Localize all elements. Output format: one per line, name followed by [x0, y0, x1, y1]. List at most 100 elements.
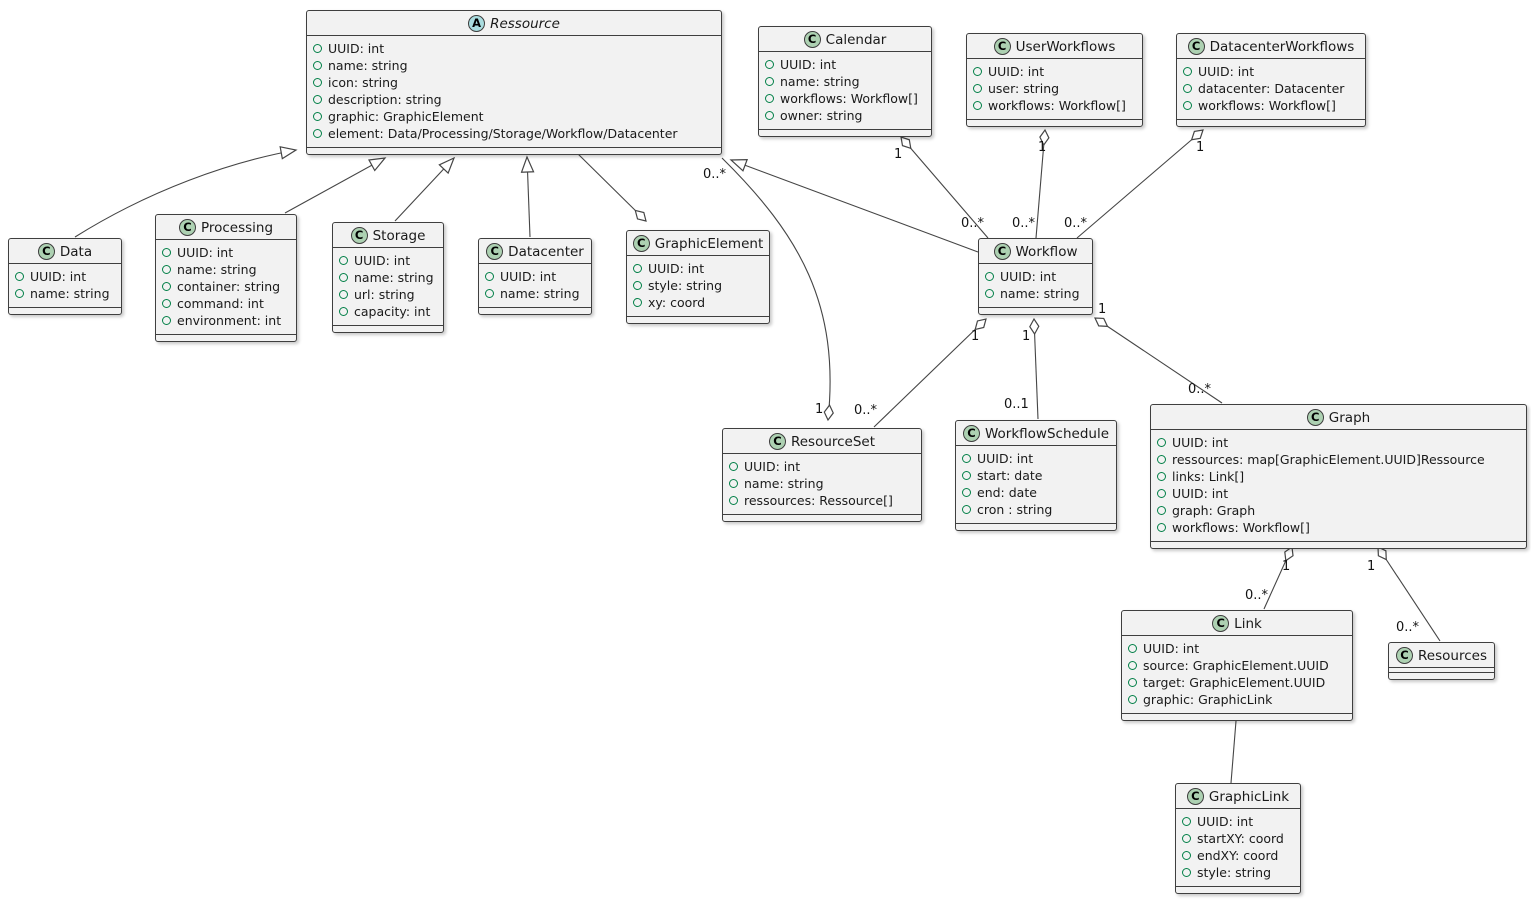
attribute: UUID: int — [985, 268, 1086, 285]
multiplicity-label: 0..* — [703, 167, 727, 182]
class-processing-title: C Processing — [156, 215, 296, 240]
attribute: UUID: int — [162, 244, 290, 261]
class-datacenter-title: C Datacenter — [479, 239, 591, 264]
field-visibility-icon — [1182, 851, 1191, 860]
multiplicity-label: 0..* — [854, 403, 878, 418]
methods-section — [156, 335, 296, 341]
methods-section — [1177, 120, 1365, 126]
attribute-text: environment: int — [177, 313, 282, 328]
class-graphicelement: C GraphicElement UUID: int style: string… — [626, 230, 770, 324]
attribute: graphic: GraphicElement — [313, 108, 715, 125]
attribute-text: start: date — [977, 468, 1043, 483]
edge-datacenterworkflows-workflow — [1076, 129, 1204, 239]
multiplicity-label: 1 — [1098, 302, 1106, 317]
attribute: name: string — [485, 285, 585, 302]
attribute: target: GraphicElement.UUID — [1128, 674, 1346, 691]
field-visibility-icon — [485, 289, 494, 298]
class-workflowschedule: C WorkflowSchedule UUID: int start: date… — [955, 420, 1117, 531]
attribute-text: UUID: int — [780, 57, 837, 72]
multiplicity-label: 1 — [1196, 140, 1204, 155]
methods-section — [479, 308, 591, 314]
attribute-text: UUID: int — [648, 261, 705, 276]
attribute: name: string — [729, 475, 915, 492]
field-visibility-icon — [1157, 506, 1166, 515]
class-name: GraphicElement — [654, 235, 764, 252]
field-visibility-icon — [339, 273, 348, 282]
class-userworkflows: C UserWorkflows UUID: int user: string w… — [966, 33, 1143, 127]
attribute: user: string — [973, 80, 1136, 97]
class-link-title: C Link — [1122, 611, 1352, 636]
attribute-text: workflows: Workflow[] — [1198, 98, 1336, 113]
field-visibility-icon — [1182, 834, 1191, 843]
edge-workflow-workflowschedule — [1029, 317, 1040, 420]
attribute: UUID: int — [1183, 63, 1359, 80]
attribute-text: command: int — [177, 296, 264, 311]
class-calendar-title: C Calendar — [759, 27, 931, 52]
class-link: C Link UUID: int source: GraphicElement.… — [1121, 610, 1353, 721]
attribute: workflows: Workflow[] — [1183, 97, 1359, 114]
field-visibility-icon — [313, 112, 322, 121]
attribute: UUID: int — [485, 268, 585, 285]
attribute: capacity: int — [339, 303, 437, 320]
class-userworkflows-title: C UserWorkflows — [967, 34, 1142, 59]
attribute-text: datacenter: Datacenter — [1198, 81, 1345, 96]
attribute-text: name: string — [1000, 286, 1080, 301]
field-visibility-icon — [633, 281, 642, 290]
field-visibility-icon — [1183, 67, 1192, 76]
class-datacenterworkflows: C DatacenterWorkflows UUID: int datacent… — [1176, 33, 1366, 127]
attribute-text: UUID: int — [1143, 641, 1200, 656]
field-visibility-icon — [1128, 678, 1137, 687]
attribute-text: style: string — [1197, 865, 1272, 880]
field-visibility-icon — [485, 272, 494, 281]
attribute-text: name: string — [500, 286, 580, 301]
multiplicity-label: 1 — [1282, 559, 1290, 574]
attribute: UUID: int — [633, 260, 763, 277]
class-icon: C — [1186, 788, 1204, 805]
attribute: name: string — [313, 57, 715, 74]
attribute: name: string — [15, 285, 115, 302]
attribute-text: graphic: GraphicElement — [328, 109, 484, 124]
class-processing: C Processing UUID: int name: string cont… — [155, 214, 297, 342]
attribute-text: UUID: int — [354, 253, 411, 268]
field-visibility-icon — [765, 77, 774, 86]
class-data-title: C Data — [9, 239, 121, 264]
attribute: links: Link[] — [1157, 468, 1520, 485]
attributes-section: UUID: int name: string — [979, 264, 1092, 308]
attribute-text: ressources: Ressource[] — [744, 493, 893, 508]
attribute-text: UUID: int — [1197, 814, 1254, 829]
edge-workflow-graph — [1094, 317, 1223, 404]
class-graph: C Graph UUID: int ressources: map[Graphi… — [1150, 404, 1527, 549]
class-workflow-title: C Workflow — [979, 239, 1092, 264]
field-visibility-icon — [162, 265, 171, 274]
attribute: style: string — [633, 277, 763, 294]
class-name: Datacenter — [508, 243, 584, 260]
attribute-text: description: string — [328, 92, 442, 107]
edge-datacenter-extends-ressource — [520, 155, 535, 238]
attribute: name: string — [339, 269, 437, 286]
attribute: endXY: coord — [1182, 847, 1294, 864]
class-data: C Data UUID: int name: string — [8, 238, 122, 315]
edge-workflow-extends-ressource — [729, 158, 979, 253]
attribute-text: UUID: int — [988, 64, 1045, 79]
attribute: graph: Graph — [1157, 502, 1520, 519]
field-visibility-icon — [765, 111, 774, 120]
attribute-text: name: string — [780, 74, 860, 89]
methods-section — [1151, 542, 1526, 548]
attributes-section: UUID: int datacenter: Datacenter workflo… — [1177, 59, 1365, 120]
field-visibility-icon — [162, 248, 171, 257]
attribute-text: workflows: Workflow[] — [780, 91, 918, 106]
methods-section — [1122, 714, 1352, 720]
attribute-text: name: string — [177, 262, 257, 277]
attribute: UUID: int — [339, 252, 437, 269]
field-visibility-icon — [339, 307, 348, 316]
attribute-text: cron : string — [977, 502, 1053, 517]
class-datacenter: C Datacenter UUID: int name: string — [478, 238, 592, 315]
field-visibility-icon — [313, 129, 322, 138]
attributes-section: UUID: int startXY: coord endXY: coord st… — [1176, 809, 1300, 887]
attribute-text: graph: Graph — [1172, 503, 1256, 518]
attribute-text: name: string — [30, 286, 110, 301]
field-visibility-icon — [765, 60, 774, 69]
edge-data-extends-ressource — [74, 146, 298, 238]
field-visibility-icon — [1128, 644, 1137, 653]
attribute-text: UUID: int — [500, 269, 557, 284]
